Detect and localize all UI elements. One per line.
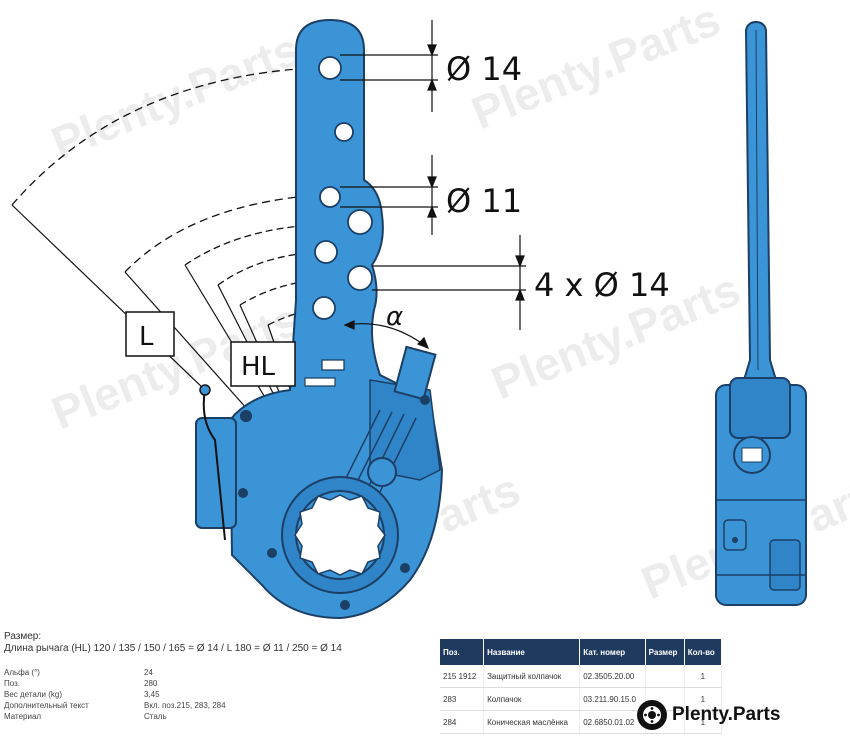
dimension-lines xyxy=(340,20,526,350)
header-quantity: Кол-во xyxy=(684,639,723,665)
slack-adjuster-diagram: Plenty.Parts Plenty.Parts Plenty.Parts P… xyxy=(11,0,850,620)
property-key: Материал xyxy=(4,712,42,721)
header-pos: Поз. xyxy=(440,639,485,665)
table-row[interactable]: 283 Колпачок 03.211.90.15.0 1 xyxy=(440,687,723,711)
cell-quantity: 1 xyxy=(684,665,723,688)
property-value: Сталь xyxy=(144,712,167,721)
property-key: Поз. xyxy=(4,679,20,688)
property-key: Альфа (°) xyxy=(4,668,40,677)
brake-disc-icon xyxy=(637,700,667,730)
cell-catalog-number[interactable]: 03.211.90.15.0 xyxy=(579,687,646,711)
parts-header-row: Поз. Название Кат. номер Размер Кол-во xyxy=(440,639,723,665)
size-line: Длина рычага (HL) 120 / 135 / 150 / 165 … xyxy=(4,643,342,654)
cell-catalog-number[interactable]: 02.3505.20.00 xyxy=(579,665,646,688)
specification-panel: Размер: Длина рычага (HL) 120 / 135 / 15… xyxy=(4,631,434,723)
table-row[interactable]: 284 Коническая маслёнка 02.6850.01.02 1 xyxy=(440,710,723,734)
label-HL-box: HL xyxy=(230,341,296,387)
dim-hole-mid: Ø 11 xyxy=(446,182,522,220)
brand-logo[interactable]: Plenty.Parts xyxy=(636,698,780,732)
cell-pos: 284 xyxy=(440,710,485,734)
label-HL: HL xyxy=(241,352,276,382)
dim-hole-top: Ø 14 xyxy=(446,50,522,88)
size-heading: Размер: xyxy=(4,631,42,642)
cell-size xyxy=(645,665,685,688)
cell-name: Колпачок xyxy=(483,687,581,711)
property-value: 280 xyxy=(144,679,158,688)
cell-pos: 215 1912 xyxy=(440,665,485,688)
property-value: 3,45 xyxy=(144,690,160,699)
properties-table: Альфа (°) 24 Поз. 280 Вес детали (kg) 3,… xyxy=(4,668,226,723)
property-row: Вес детали (kg) 3,45 xyxy=(4,690,226,701)
header-catalog-number: Кат. номер xyxy=(579,639,646,665)
property-row: Материал Сталь xyxy=(4,712,226,723)
cell-quantity: 1 xyxy=(684,687,723,711)
cell-pos: 283 xyxy=(440,687,485,711)
header-size: Размер xyxy=(645,639,685,665)
watermark-text: Plenty.Parts xyxy=(44,23,307,170)
dim-angle-alpha: α xyxy=(386,302,403,332)
parts-table: Поз. Название Кат. номер Размер Кол-во 2… xyxy=(440,639,723,734)
cell-name: Коническая маслёнка xyxy=(483,710,581,734)
cell-name: Защитный колпачок xyxy=(483,665,581,688)
table-row[interactable]: 215 1912 Защитный колпачок 02.3505.20.00… xyxy=(440,665,723,688)
brand-name: Plenty.Parts xyxy=(672,704,781,725)
property-key: Вес детали (kg) xyxy=(4,690,63,699)
cell-quantity: 1 xyxy=(684,710,723,734)
header-name: Название xyxy=(483,639,581,665)
property-value: Вкл. поз.215, 283, 284 xyxy=(144,701,226,710)
label-L-box: L xyxy=(125,311,175,357)
dim-holes-group: 4 x Ø 14 xyxy=(534,266,670,304)
label-L: L xyxy=(139,322,154,352)
property-row: Дополнительный текст Вкл. поз.215, 283, … xyxy=(4,701,226,712)
adjuster-front-view xyxy=(195,18,444,620)
property-row: Альфа (°) 24 xyxy=(4,668,226,679)
property-key: Дополнительный текст xyxy=(4,701,89,710)
property-value: 24 xyxy=(144,668,153,677)
adjuster-side-view xyxy=(715,20,807,606)
property-row: Поз. 280 xyxy=(4,679,226,690)
